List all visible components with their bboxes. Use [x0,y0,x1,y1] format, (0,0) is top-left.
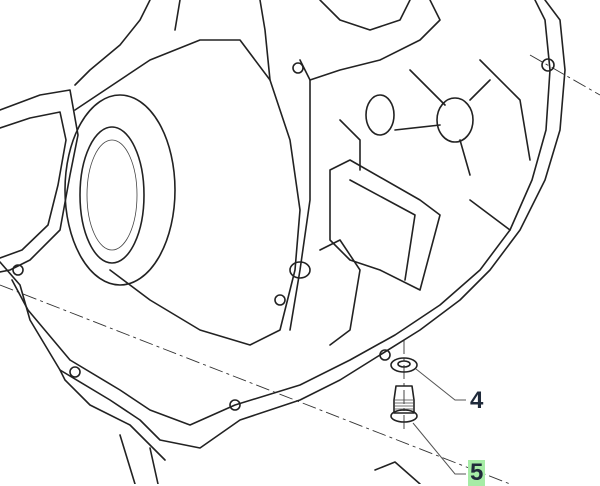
axis-line [0,284,511,484]
crankcase-half [0,0,566,484]
callout-5-highlighted[interactable]: 5 [468,459,486,486]
leader-line-5 [412,422,466,475]
axis-line [529,54,600,96]
callout-4[interactable]: 4 [470,387,484,414]
bearing-bore [64,94,176,286]
sealing-washer-part[interactable] [390,357,418,373]
drain-plug-part[interactable] [390,385,418,423]
leader-line-4 [415,368,466,401]
